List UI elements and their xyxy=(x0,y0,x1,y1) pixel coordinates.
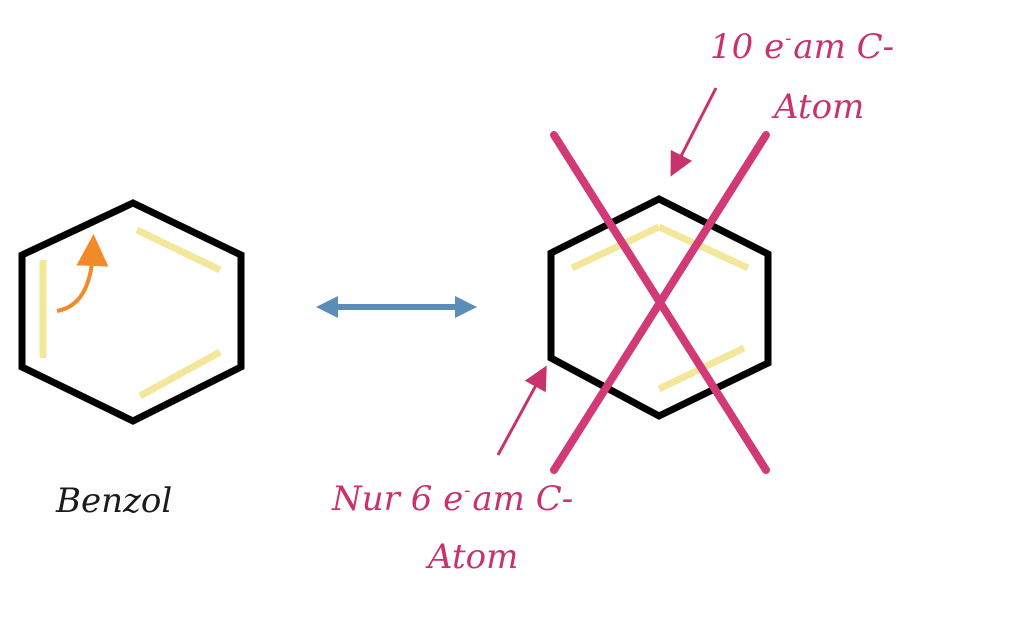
bottom-annotation-rest: am C- xyxy=(472,479,574,519)
top-annotation-arrow xyxy=(670,87,718,177)
bottom-annotation-line1: Nur 6 e-am C- xyxy=(332,479,574,519)
top-annotation-number: 10 xyxy=(710,27,754,67)
benzene-ring-left xyxy=(18,199,245,425)
top-annotation-electron-charge: - xyxy=(785,28,792,49)
electron-shift-arrow xyxy=(56,234,109,313)
cross-out-mark xyxy=(550,131,770,474)
benzene-structure-left xyxy=(18,199,245,425)
benzene-label: Benzol xyxy=(56,481,173,521)
top-annotation-electron: e xyxy=(764,27,785,67)
double-bond-right-top-left xyxy=(570,223,661,272)
double-bond-left-upper xyxy=(135,226,222,274)
top-annotation-line2: Atom xyxy=(774,87,865,127)
bottom-annotation-arrow xyxy=(496,365,547,456)
top-annotation-line1: 10 e-am C- xyxy=(710,27,895,67)
double-bond-left-lower xyxy=(138,348,222,400)
double-bond-right-top-right xyxy=(657,223,750,272)
resonance-arrow xyxy=(316,296,477,318)
benzene-ring-right xyxy=(547,195,772,420)
top-annotation-rest: am C- xyxy=(793,27,895,67)
bottom-annotation-line2: Atom xyxy=(428,537,519,577)
bottom-annotation-electron-charge: - xyxy=(464,480,471,501)
bottom-annotation-electron: e xyxy=(443,479,464,519)
bottom-annotation-prefix: Nur 6 xyxy=(332,479,433,519)
